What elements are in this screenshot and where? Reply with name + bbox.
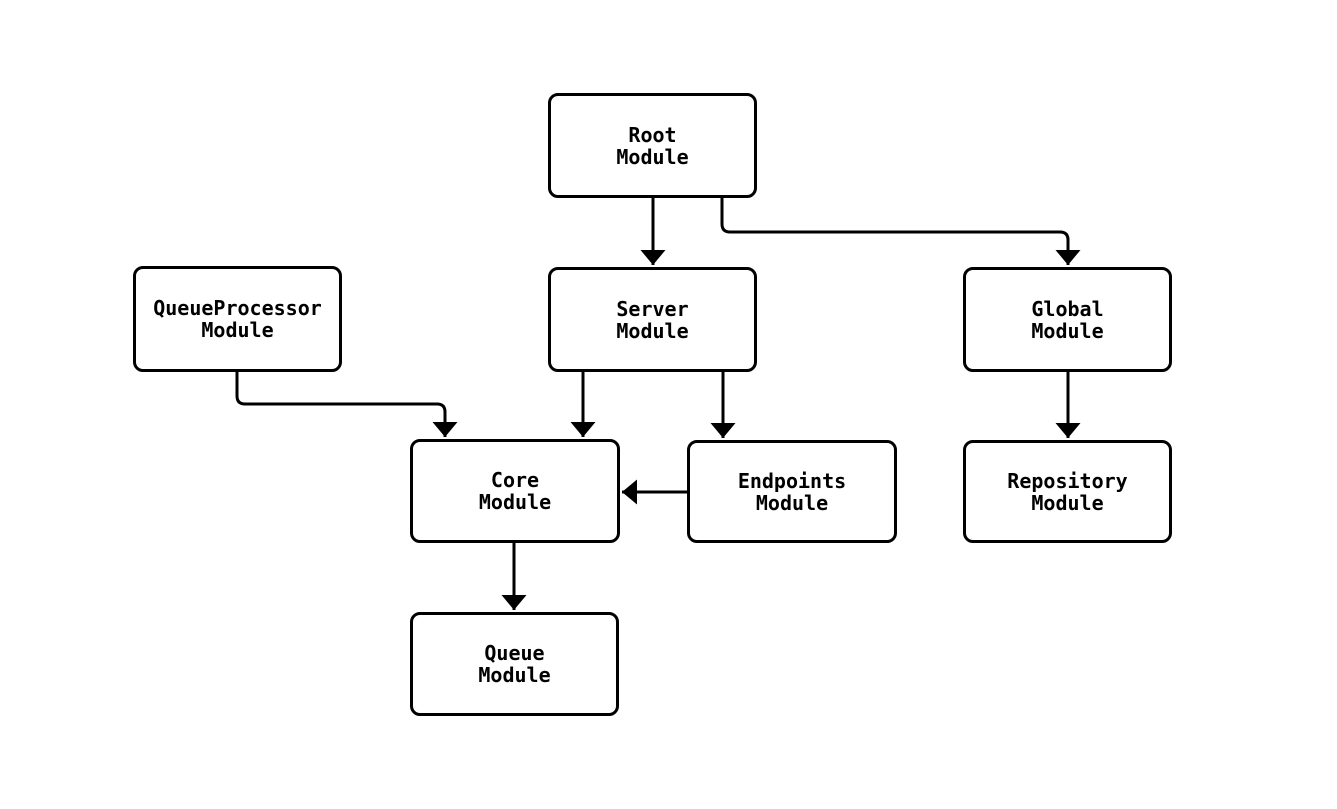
node-endpoints: Endpoints Module — [687, 440, 897, 543]
node-queue: Queue Module — [410, 612, 619, 716]
node-core: Core Module — [410, 439, 620, 543]
node-repository: Repository Module — [963, 440, 1172, 543]
edge-root-to-global — [720, 198, 1081, 265]
node-global: Global Module — [963, 267, 1172, 372]
node-queue-processor: QueueProcessor Module — [133, 266, 342, 372]
node-server: Server Module — [548, 267, 757, 372]
edge-queue-processor-to-core — [235, 372, 458, 437]
node-root: Root Module — [548, 93, 757, 198]
